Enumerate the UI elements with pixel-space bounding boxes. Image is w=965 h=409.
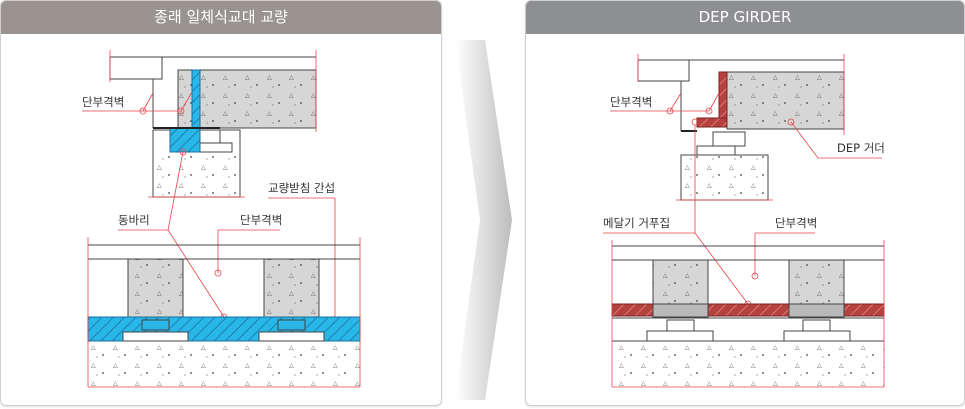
label-end-diaphragm-lower: 단부격벽: [775, 216, 817, 230]
label-end-diaphragm: 단부격벽: [610, 95, 652, 109]
drawing-line: [708, 92, 720, 112]
red-formwork-band: [611, 303, 654, 317]
diaphragm-base: [652, 303, 709, 318]
red-formwork-band: [707, 303, 790, 317]
drawing-line: [177, 107, 185, 115]
bearing-plate: [783, 330, 851, 342]
label-dep-girder: DEP 거더: [837, 141, 885, 155]
bearing: [141, 319, 170, 331]
drawing-line: [142, 92, 154, 112]
girder-concrete-texture: [178, 70, 316, 128]
bearing-plate: [258, 331, 325, 342]
drawing-line: [139, 107, 147, 115]
drawing-line: [128, 259, 183, 317]
pier-texture: [153, 152, 240, 197]
panel-title: 종래 일체식교대 교량: [1, 1, 441, 34]
bearing: [712, 131, 746, 147]
left-bottom-section: [87, 244, 361, 387]
ground-concrete: [612, 341, 884, 387]
bearing: [199, 129, 221, 144]
drawing-line: [611, 240, 885, 388]
drawing-line: [214, 269, 222, 277]
drawing-line: [669, 92, 682, 112]
diaphragm-base: [788, 303, 845, 318]
drawing-line: [727, 72, 844, 129]
panel-title: DEP GIRDER: [526, 1, 964, 34]
bearing-base: [696, 145, 736, 156]
bearing-base: [199, 142, 233, 153]
chevron-right-icon: [455, 40, 512, 400]
blue-diaphragm-strip: [191, 69, 201, 129]
drawing-line: [694, 232, 749, 305]
label-end-diaphragm: 단부격벽: [82, 95, 124, 109]
right-bottom-section: [611, 245, 885, 387]
label-shoring: 동바리: [118, 213, 150, 227]
bearing: [277, 319, 306, 331]
drawing-line: [751, 272, 759, 280]
drawing-line: [603, 54, 882, 308]
bearing-plate: [646, 330, 714, 342]
red-formwork-band: [843, 303, 885, 317]
ground-concrete: [88, 341, 360, 387]
left-top-dimensions: [82, 50, 336, 327]
bearing-plate: [122, 331, 189, 342]
drawing-line: [264, 259, 319, 317]
right-top-section: [637, 59, 845, 201]
drawing-line: [787, 118, 795, 126]
red-formwork-horizontal: [696, 117, 728, 128]
blue-shoring-block: [169, 127, 201, 153]
label-bearing-interference: 교량받침 간섭: [268, 181, 335, 195]
label-end-diaphragm-lower: 단부격벽: [240, 213, 282, 227]
drawing-line: [167, 151, 225, 318]
label-hanging-formwork: 메달기 거푸집: [603, 216, 670, 230]
bearing: [802, 319, 831, 332]
drawing-line: [180, 91, 193, 112]
drawing-line: [87, 237, 361, 388]
drawing-line: [179, 148, 187, 156]
drawing-line: [681, 155, 768, 200]
left-top-section: [109, 56, 317, 198]
drawing-line: [666, 107, 674, 115]
drawing-line: [790, 121, 882, 159]
bearing: [666, 319, 695, 332]
drawing-line: [705, 107, 713, 115]
